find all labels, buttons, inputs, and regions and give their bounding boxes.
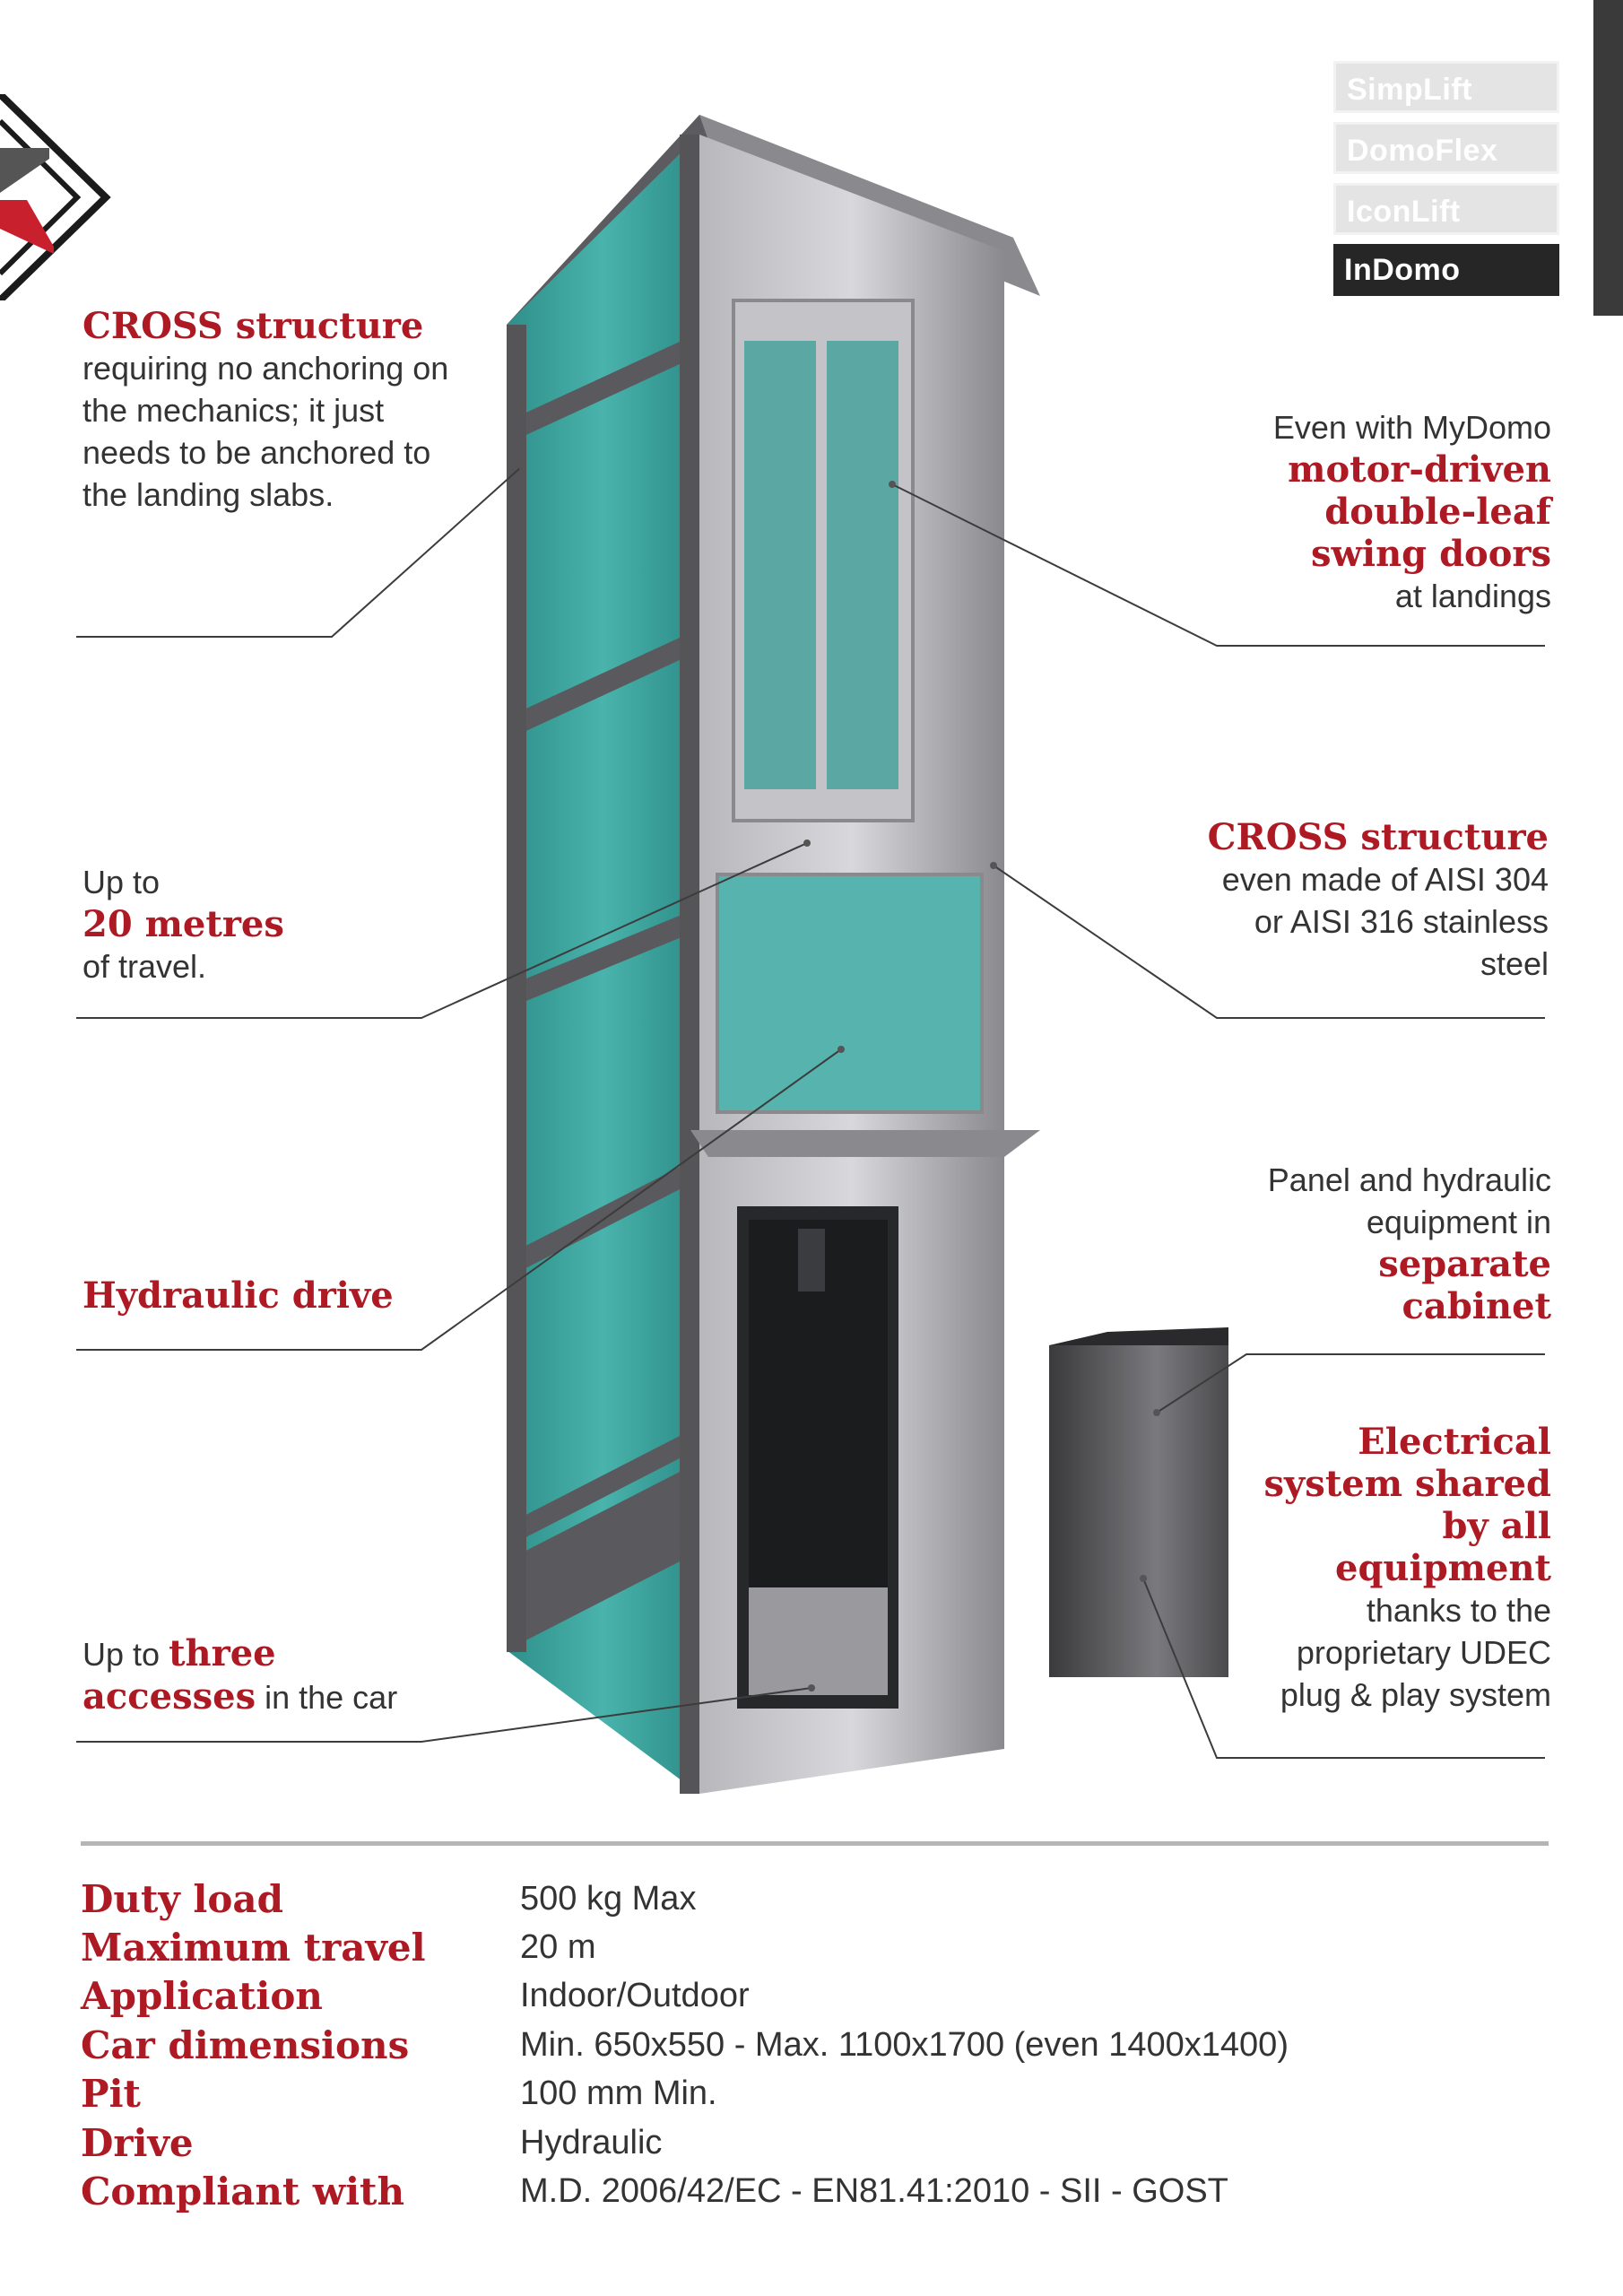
callout-travel-pre: Up to <box>82 864 161 900</box>
callout-steel: CROSS structure even made of AISI 304 or… <box>1193 816 1549 985</box>
tab-simplift[interactable]: SimpLift <box>1333 61 1559 113</box>
callout-accesses-pre: Up to <box>82 1636 161 1673</box>
spec-value: 500 kg Max <box>520 1879 697 1918</box>
callout-cabinet-pre: Panel and hydraulic equipment in <box>1267 1161 1551 1240</box>
spec-row: Drive Hydraulic <box>81 2118 1551 2167</box>
brand-tab-list: SimpLift DomoFlex IconLift InDomo <box>1333 61 1559 296</box>
callout-cross-structure-text: requiring no anchoring on the mechanics;… <box>82 350 449 513</box>
spec-label: Car dimensions <box>81 2022 410 2067</box>
spec-divider <box>81 1841 1549 1846</box>
callout-doors: Even with MyDomo motor-driven double-lea… <box>1237 406 1551 617</box>
brand-logo <box>0 94 111 300</box>
tab-iconlift[interactable]: IconLift <box>1333 183 1559 235</box>
callout-accesses-title-2: accesses <box>82 1675 256 1718</box>
callout-steel-title: CROSS structure <box>1207 816 1549 858</box>
spec-row: Duty load 500 kg Max <box>81 1874 1551 1923</box>
callout-travel-post: of travel. <box>82 948 207 985</box>
spec-table: Duty load 500 kg Max Maximum travel 20 m… <box>81 1874 1551 2216</box>
callout-accesses-post: in the car <box>265 1679 398 1716</box>
callout-electrical: Electrical system shared by all equipmen… <box>1237 1421 1551 1716</box>
callout-doors-title: motor-driven double-leaf swing doors <box>1288 448 1551 575</box>
spec-value: Min. 650x550 - Max. 1100x1700 (even 1400… <box>520 2025 1289 2064</box>
callout-doors-pre: Even with MyDomo <box>1272 409 1551 446</box>
callout-cabinet: Panel and hydraulic equipment in separat… <box>1237 1159 1551 1327</box>
callout-doors-post: at landings <box>1394 578 1551 614</box>
callout-cross-structure-title: CROSS structure <box>82 305 424 347</box>
page-edge-tab <box>1593 0 1623 316</box>
spec-row: Compliant with M.D. 2006/42/EC - EN81.41… <box>81 2167 1551 2215</box>
spec-label: Drive <box>81 2120 194 2165</box>
tab-domoflex[interactable]: DomoFlex <box>1333 122 1559 174</box>
callout-electrical-title: Electrical system shared by all equipmen… <box>1263 1421 1551 1589</box>
spec-row: Car dimensions Min. 650x550 - Max. 1100x… <box>81 2021 1551 2069</box>
callout-travel: Up to 20 metres of travel. <box>82 861 459 987</box>
spec-value: M.D. 2006/42/EC - EN81.41:2010 - SII - G… <box>520 2172 1228 2211</box>
spec-row: Pit 100 mm Min. <box>81 2070 1551 2118</box>
callout-cabinet-title: separate cabinet <box>1378 1243 1551 1327</box>
spec-label: Pit <box>81 2072 141 2117</box>
callout-hydraulic: Hydraulic drive <box>82 1274 459 1317</box>
spec-label: Maximum travel <box>81 1926 426 1970</box>
tab-indomo[interactable]: InDomo <box>1333 244 1559 296</box>
elevator-illustration <box>76 115 1545 1794</box>
spec-value: 100 mm Min. <box>520 2074 717 2113</box>
spec-value: Indoor/Outdoor <box>520 1977 750 2015</box>
callout-accesses-title-1: three <box>169 1632 276 1674</box>
spec-row: Maximum travel 20 m <box>81 1923 1551 1971</box>
callout-travel-title: 20 metres <box>82 903 284 945</box>
spec-value: 20 m <box>520 1928 596 1967</box>
spec-row: Application Indoor/Outdoor <box>81 1972 1551 2021</box>
callout-electrical-text: thanks to the proprietary UDEC plug & pl… <box>1280 1592 1551 1713</box>
callout-steel-text: even made of AISI 304 or AISI 316 stainl… <box>1221 861 1549 982</box>
callout-cross-structure: CROSS structure requiring no anchoring o… <box>82 305 459 516</box>
spec-label: Compliant with <box>81 2170 404 2214</box>
spec-label: Application <box>81 1974 323 2019</box>
spec-label: Duty load <box>81 1876 283 1921</box>
callout-hydraulic-title: Hydraulic drive <box>82 1274 394 1317</box>
spec-value: Hydraulic <box>520 2123 663 2161</box>
callout-accesses: Up to three accesses in the car <box>82 1632 477 1718</box>
